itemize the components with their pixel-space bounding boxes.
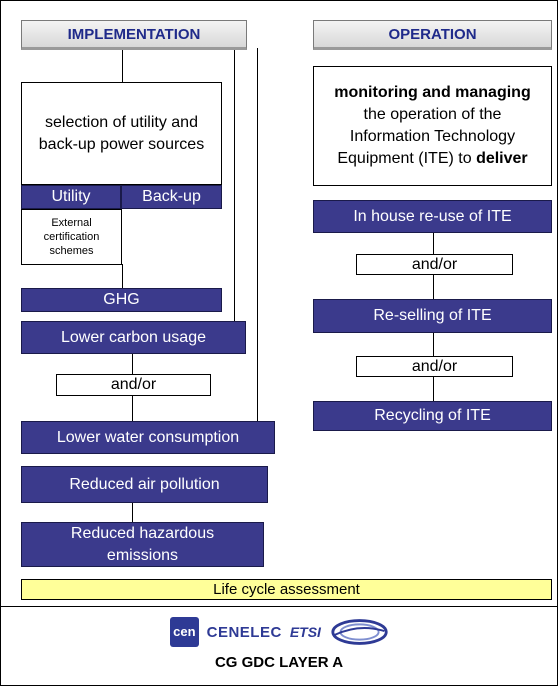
operation-description-box: monitoring and managing the operation of… xyxy=(313,66,552,186)
implementation-header: IMPLEMENTATION xyxy=(21,20,247,50)
connector-line xyxy=(132,354,133,374)
andor-box-1: and/or xyxy=(356,254,513,275)
desc-bold-1: monitoring and managing xyxy=(334,84,531,101)
ghg-box: GHG xyxy=(21,288,222,312)
connector-line xyxy=(122,264,123,288)
power-source-selection-box: selection of utility and back-up power s… xyxy=(21,82,222,185)
connector-line xyxy=(433,333,434,356)
standards-logos: cen CENELEC ETSI xyxy=(170,614,390,650)
connector-line xyxy=(234,48,235,321)
cen-logo: cen xyxy=(170,617,199,647)
hazardous-emissions-box: Reduced hazardous emissions xyxy=(21,522,264,567)
connector-line xyxy=(257,48,258,439)
lower-carbon-box: Lower carbon usage xyxy=(21,321,246,354)
lower-water-box: Lower water consumption xyxy=(21,421,275,454)
inhouse-reuse-box: In house re-use of ITE xyxy=(313,200,552,233)
andor-box-2: and/or xyxy=(356,356,513,377)
certification-schemes-box: External certification schemes xyxy=(21,209,122,265)
life-cycle-assessment-bar: Life cycle assessment xyxy=(21,579,552,600)
air-pollution-box: Reduced air pollution xyxy=(21,466,268,503)
desc-bold-2: deliver xyxy=(476,150,528,167)
cenelec-logo: CENELEC xyxy=(206,623,282,641)
cen-logo-text: cen xyxy=(173,624,196,639)
connector-line xyxy=(122,48,123,82)
andor-box: and/or xyxy=(56,374,211,396)
reselling-box: Re-selling of ITE xyxy=(313,299,552,333)
connector-line xyxy=(433,275,434,299)
footer-divider xyxy=(0,606,558,607)
connector-line xyxy=(433,225,434,254)
connector-line xyxy=(132,503,133,522)
connector-line xyxy=(132,396,133,421)
backup-box: Back-up xyxy=(121,185,222,209)
utility-box: Utility xyxy=(21,185,121,209)
footer-title: CG GDC LAYER A xyxy=(214,654,344,671)
recycling-box: Recycling of ITE xyxy=(313,401,552,431)
desc-plain: the operation of the Information Technol… xyxy=(337,106,516,167)
connector-line xyxy=(433,377,434,401)
operation-header: OPERATION xyxy=(313,20,552,50)
etsi-logo: ETSI xyxy=(289,624,321,640)
etsi-swoosh-icon xyxy=(331,619,388,645)
